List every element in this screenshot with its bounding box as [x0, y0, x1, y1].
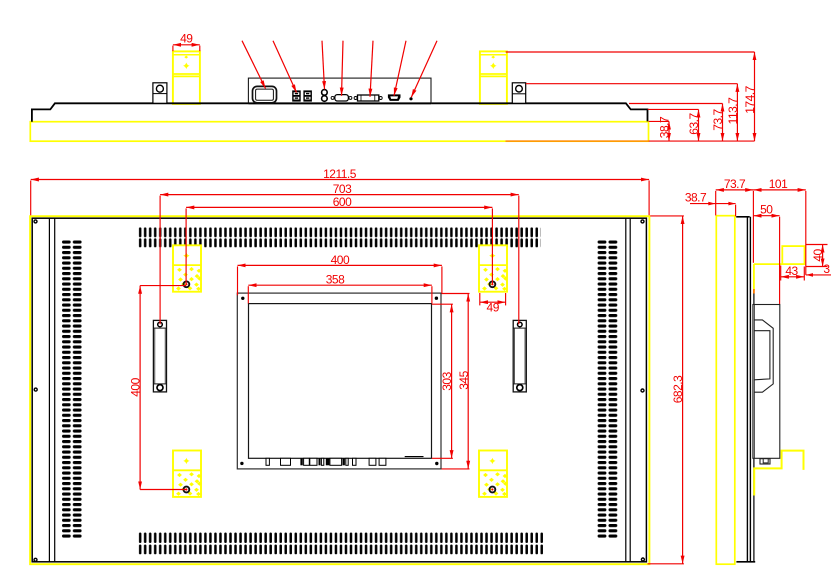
svg-text:101: 101 [769, 177, 788, 191]
svg-text:113.7: 113.7 [726, 97, 740, 124]
svg-text:49: 49 [180, 32, 193, 46]
svg-text:38.7: 38.7 [685, 191, 707, 205]
svg-text:3: 3 [823, 262, 830, 276]
svg-text:43: 43 [785, 264, 798, 278]
svg-text:303: 303 [440, 371, 454, 390]
svg-text:703: 703 [333, 182, 352, 196]
svg-text:358: 358 [326, 273, 345, 287]
svg-text:73.7: 73.7 [724, 177, 746, 191]
svg-text:345: 345 [457, 370, 471, 389]
svg-text:49: 49 [487, 300, 500, 314]
svg-text:400: 400 [331, 253, 350, 267]
svg-text:40: 40 [811, 249, 825, 262]
svg-text:50: 50 [760, 203, 773, 217]
svg-text:174.7: 174.7 [743, 85, 757, 113]
svg-text:682.3: 682.3 [671, 375, 685, 403]
svg-text:1211.5: 1211.5 [323, 167, 357, 181]
svg-text:73.7: 73.7 [711, 108, 725, 130]
svg-text:63.7: 63.7 [687, 112, 701, 134]
svg-text:400: 400 [129, 377, 143, 396]
svg-text:38.7: 38.7 [658, 116, 672, 138]
svg-text:600: 600 [333, 195, 352, 209]
